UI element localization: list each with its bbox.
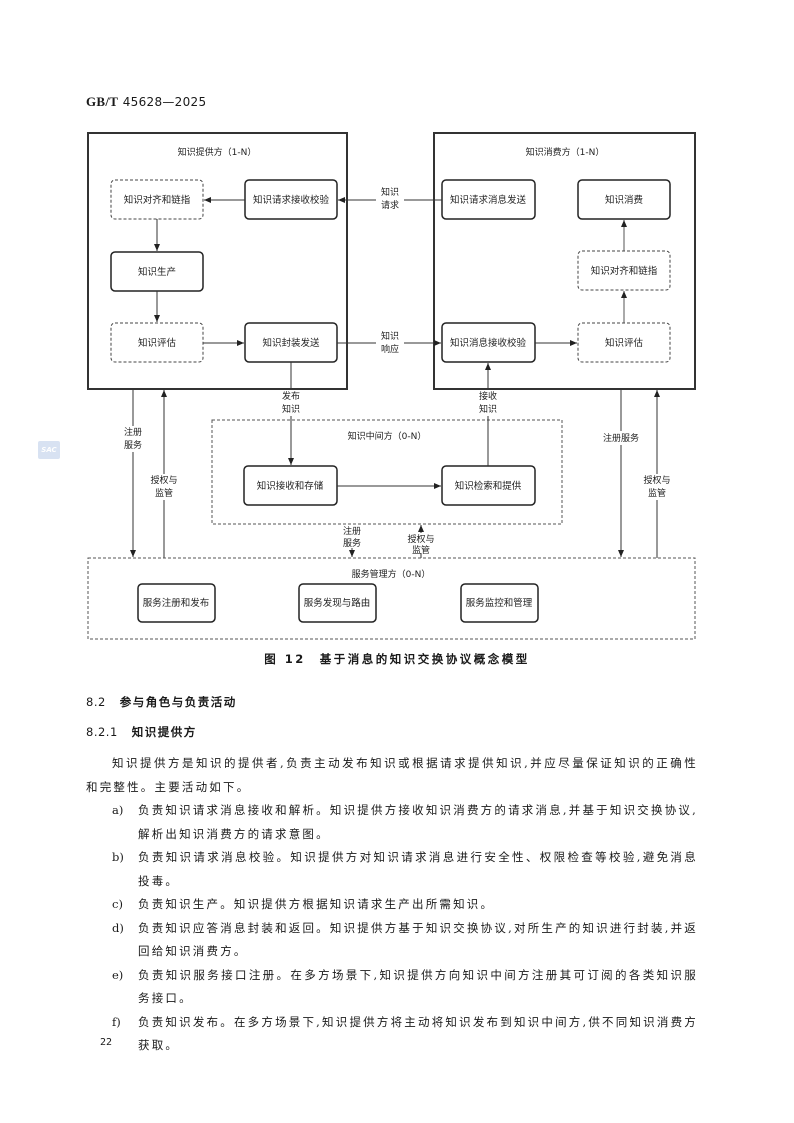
mid-auth-label-1: 授权与 [407,533,434,545]
provider-container [87,132,348,390]
provider-evaluate-label: 知识评估 [138,337,177,349]
page-number: 22 [100,1037,113,1048]
list-marker: d) [112,920,124,935]
consumer-request-send-label: 知识请求消息发送 [450,194,527,206]
list-item-text: 负责知识服务接口注册。在多方场景下,知识提供方向知识中间方注册其可订阅的各类知识… [138,967,698,1006]
service-discover-route-label: 服务发现与路由 [304,597,371,609]
provider-produce-label: 知识生产 [138,266,176,278]
intermediary-receive-store-label: 知识接收和存储 [257,480,324,492]
response-label-2: 响应 [381,343,399,355]
service-discover-route-box [298,583,377,623]
consumer-consume-box [577,179,671,220]
consumer-container [433,132,696,390]
subsection-title: 知识提供方 [131,725,197,739]
list-item: d) 负责知识应答消息封装和返回。知识提供方基于知识交换协议,对所生产的知识进行… [112,917,698,964]
publish-label-bg [278,390,304,416]
consumer-title: 知识消费方（1-N） [526,146,605,158]
mid-auth-label-2: 监管 [412,544,430,556]
mid-register-label-1: 注册 [343,525,361,537]
list-marker: f) [112,1014,121,1029]
intro-paragraph: 知识提供方是知识的提供者,负责主动发布知识或根据请求提供知识,并应尽量保证知识的… [86,756,698,794]
figure-caption: 图 12 基于消息的知识交换协议概念模型 [264,652,530,666]
right-auth-label-1: 授权与 [643,474,670,486]
provider-request-receive-label: 知识请求接收校验 [253,194,330,206]
list-marker: c) [112,897,123,911]
list-item: e) 负责知识服务接口注册。在多方场景下,知识提供方向知识中间方注册其可订阅的各… [112,964,698,1011]
consumer-align-label: 知识对齐和链指 [591,265,658,277]
subsection-number: 8.2.1 [86,725,118,739]
service-register-publish-box [137,583,216,623]
right-auth-label-bg [641,474,673,500]
provider-title: 知识提供方（1-N） [178,146,257,158]
knowledge-exchange-diagram: 知识提供方（1-N） 知识对齐和链指 知识请求接收校验 知识生产 知识评估 知识… [87,132,696,640]
section-title: 参与角色与负责活动 [119,695,237,709]
request-label-2: 请求 [381,199,399,211]
provider-align-label: 知识对齐和链指 [124,194,191,206]
list-item-text: 负责知识请求消息校验。知识提供方对知识请求消息进行安全性、权限检查等校验,避免消… [138,850,698,888]
activity-list: a) 负责知识请求消息接收和解析。知识提供方接收知识消费方的请求消息,并基于知识… [86,799,698,1058]
service-manager-container [87,557,696,640]
left-register-label-bg [120,426,146,452]
list-item: c) 负责知识生产。知识提供方根据知识请求生产出所需知识。 [112,893,698,917]
publish-label-2: 知识 [282,403,300,415]
request-label-bg [376,184,404,214]
standard-number: 45628—2025 [122,95,207,109]
list-item: f) 负责知识发布。在多方场景下,知识提供方将主动将知识发布到知识中间方,供不同… [112,1011,698,1058]
receive-label-2: 知识 [479,403,497,415]
subsection-heading: 8.2.1 知识提供方 [86,724,197,740]
list-marker: e) [112,967,124,982]
mid-register-label-2: 服务 [343,537,361,549]
standard-header: GB/T 45628—2025 [86,94,206,110]
intermediary-title: 知识中间方（0-N） [348,430,427,442]
list-item-text: 负责知识生产。知识提供方根据知识请求生产出所需知识。 [138,897,495,911]
receive-label-1: 接收 [479,390,497,402]
consumer-consume-label: 知识消费 [605,194,643,206]
consumer-message-receive-label: 知识消息接收校验 [450,337,527,349]
left-auth-label-1: 授权与 [150,474,177,486]
right-auth-label-2: 监管 [648,487,666,499]
list-item-text: 负责知识应答消息封装和返回。知识提供方基于知识交换协议,对所生产的知识进行封装,… [138,920,698,959]
sac-watermark-logo: SAC [38,441,60,459]
consumer-evaluate-label: 知识评估 [605,337,644,349]
request-label-1: 知识 [381,186,399,198]
response-label-1: 知识 [381,330,399,342]
list-marker: a) [112,803,124,817]
response-label-bg [376,328,404,358]
service-register-publish-label: 服务注册和发布 [143,597,210,609]
service-monitor-manage-box [460,583,539,623]
section-heading: 8.2 参与角色与负责活动 [86,694,237,710]
right-register-label-bg [600,431,642,445]
list-item: b) 负责知识请求消息校验。知识提供方对知识请求消息进行安全性、权限检查等校验,… [112,846,698,893]
receive-label-bg [475,390,501,416]
provider-package-send-label: 知识封装发送 [262,337,320,349]
intermediary-container [211,419,563,525]
left-auth-label-bg [148,474,180,500]
left-auth-label-2: 监管 [155,487,173,499]
left-register-label-1: 注册 [124,426,142,438]
section-number: 8.2 [86,695,106,709]
service-monitor-manage-label: 服务监控和管理 [466,597,533,609]
publish-label-1: 发布 [282,390,300,402]
intermediary-retrieve-provide-label: 知识检索和提供 [455,480,522,492]
provider-align-box [110,179,204,220]
list-item: a) 负责知识请求消息接收和解析。知识提供方接收知识消费方的请求消息,并基于知识… [112,799,698,846]
service-manager-title: 服务管理方（0-N） [352,568,431,580]
list-item-text: 负责知识请求消息接收和解析。知识提供方接收知识消费方的请求消息,并基于知识交换协… [138,803,698,841]
right-register-label: 注册服务 [603,432,639,444]
left-register-label-2: 服务 [124,439,142,451]
standard-prefix: GB/T [86,94,119,109]
list-item-text: 负责知识发布。在多方场景下,知识提供方将主动将知识发布到知识中间方,供不同知识消… [138,1014,698,1053]
list-marker: b) [112,850,124,864]
